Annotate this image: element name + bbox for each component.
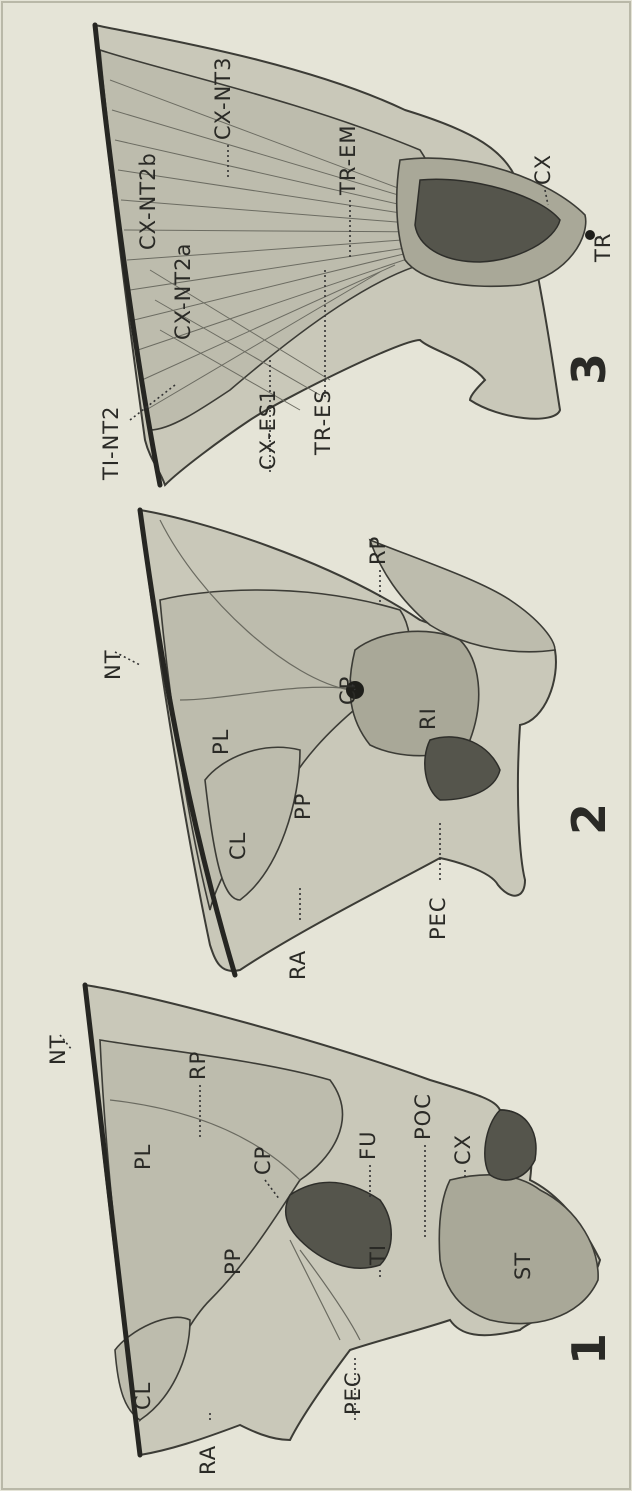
label-fu: FU	[356, 1131, 380, 1160]
label-pl: PL	[131, 1144, 155, 1170]
label-tr: TR	[591, 233, 615, 263]
figure-1: NT RP PL CP FU POC CX TI ST PP CL PEC RA…	[46, 985, 616, 1475]
label-cx: CX	[531, 154, 555, 185]
label-tr-es: TR-ES	[311, 389, 335, 456]
label-ra: RA	[286, 950, 310, 980]
label-cl: CL	[226, 832, 250, 860]
label-cx-nt2b: CX-NT2b	[136, 152, 160, 250]
label-tr-em: TR-EM	[336, 124, 360, 196]
label-ra: RA	[196, 1445, 220, 1475]
label-pec: PEC	[426, 896, 450, 940]
figure-1-number: 1	[562, 1333, 616, 1365]
label-nt: NT	[101, 649, 125, 680]
label-rp: RP	[186, 1051, 210, 1080]
label-ri: RI	[416, 707, 440, 730]
label-pec: PEC	[341, 1371, 365, 1415]
label-cl: CL	[131, 1382, 155, 1410]
figure-3-number: 3	[562, 353, 616, 385]
figure-3: CX-NT3 CX-NT2b CX-NT2a TI-NT2 TR-EM CX T…	[95, 25, 616, 485]
label-cp: CP	[251, 1146, 275, 1175]
label-rp: RP	[366, 536, 390, 565]
label-cx-nt2a: CX-NT2a	[171, 243, 195, 340]
label-cx: CX	[451, 1134, 475, 1165]
label-pl: PL	[209, 729, 233, 755]
label-cp: CP	[336, 676, 360, 705]
figure-2-number: 2	[562, 803, 616, 835]
label-ti-nt2: TI-NT2	[99, 406, 123, 482]
label-ti: TI	[366, 1244, 390, 1266]
label-poc: POC	[411, 1093, 435, 1140]
figure-2: NT RP CP PL RI CL PP RA PEC 2	[101, 510, 616, 980]
label-cx-es1: CX-ES1	[256, 388, 280, 470]
label-cx-nt3: CX-NT3	[211, 57, 235, 140]
label-nt: NT	[46, 1034, 70, 1065]
label-pp: PP	[291, 793, 315, 820]
label-st: ST	[511, 1252, 535, 1280]
label-pp: PP	[221, 1248, 245, 1275]
